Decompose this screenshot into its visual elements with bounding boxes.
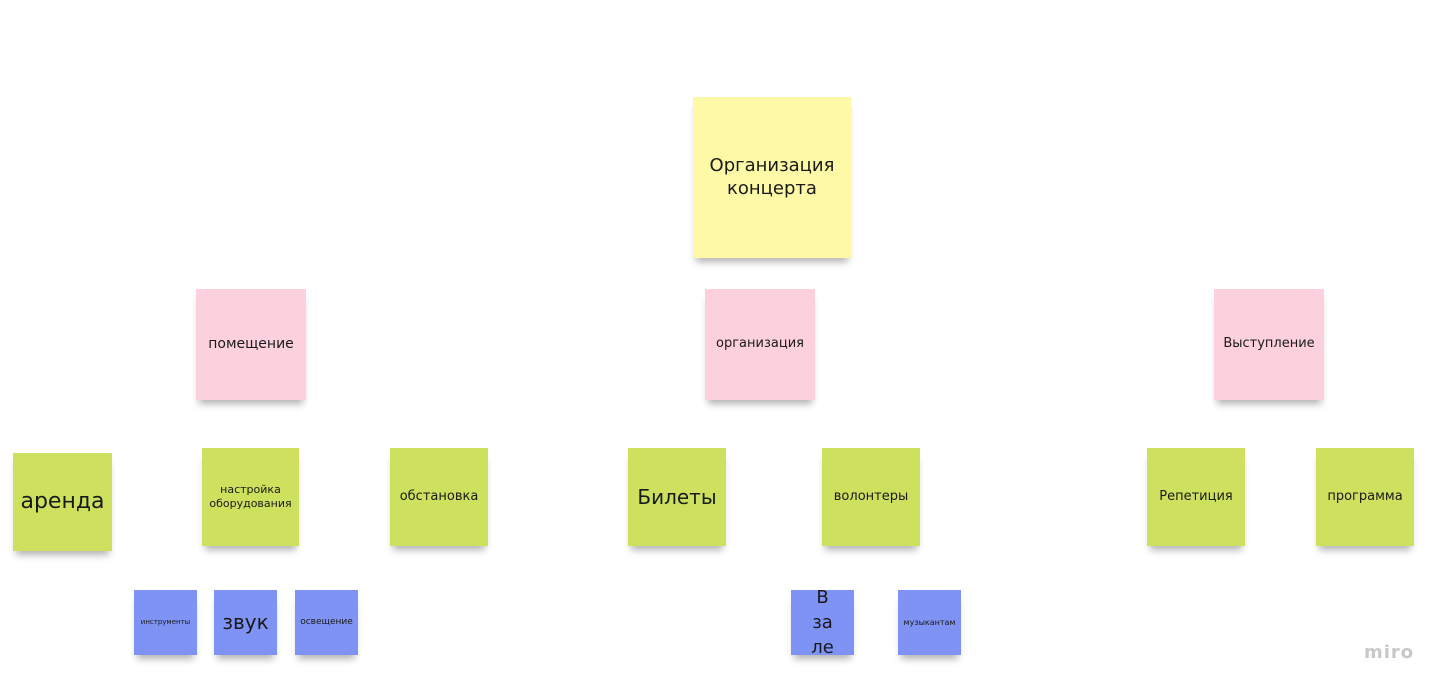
sticky-note-text: Выступление [1223,336,1315,352]
miro-logo: miro [1364,642,1415,663]
sticky-note-concert-organization[interactable]: Организация концерта [693,97,851,258]
sticky-note-text: настройка оборудования [209,483,292,510]
sticky-note-rehearsal[interactable]: Репетиция [1147,448,1245,546]
sticky-note-text: В зале [811,586,834,659]
sticky-note-program[interactable]: программа [1316,448,1414,546]
sticky-note-performance[interactable]: Выступление [1214,289,1324,400]
sticky-note-text: инструменты [140,618,191,627]
sticky-note-in-hall[interactable]: В зале [791,587,854,658]
sticky-note-musicians[interactable]: музыкантам [898,590,961,655]
sticky-note-text: Репетиция [1159,488,1233,504]
sticky-note-organization[interactable]: организация [705,289,815,400]
sticky-note-text: музыкантам [903,617,956,627]
sticky-note-rent[interactable]: аренда [13,453,112,551]
sticky-note-text: организация [716,336,804,352]
sticky-note-text: звук [222,610,269,634]
sticky-note-text: аренда [20,489,105,515]
sticky-note-text: Организация концерта [709,155,835,199]
sticky-note-tickets[interactable]: Билеты [628,448,726,546]
sticky-note-text: обстановка [399,488,479,504]
sticky-note-text: помещение [208,335,294,352]
sticky-note-text: Билеты [637,484,717,509]
sticky-note-lighting[interactable]: освещение [295,590,358,655]
sticky-note-text: программа [1327,488,1403,504]
sticky-note-text: волонтеры [833,488,909,504]
sticky-note-volunteers[interactable]: волонтеры [822,448,920,546]
sticky-note-text: освещение [300,616,353,627]
sticky-note-instruments[interactable]: инструменты [134,590,197,655]
sticky-note-sound[interactable]: звук [214,590,277,655]
sticky-note-decor[interactable]: обстановка [390,448,488,546]
sticky-note-venue[interactable]: помещение [196,289,306,400]
sticky-note-equipment-setup[interactable]: настройка оборудования [202,448,299,546]
